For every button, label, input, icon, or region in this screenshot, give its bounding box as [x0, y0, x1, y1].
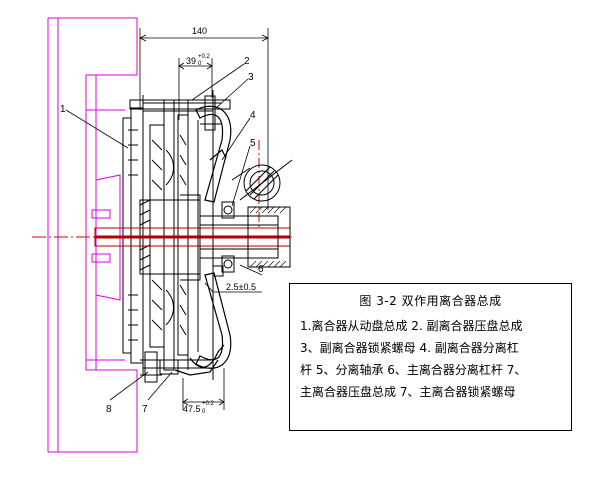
callout-3: 3: [248, 72, 254, 83]
centerline: [32, 140, 292, 238]
callout-4: 4: [250, 110, 256, 121]
callout-1: 1: [60, 104, 66, 115]
dim-top-offset: 39: [186, 56, 196, 66]
caption-line: 3、副离合器锁紧螺母 4. 副离合器分离杠: [300, 341, 519, 355]
dim-bottom-offset-tol-lower: 0: [202, 409, 206, 415]
callout-5: 5: [250, 138, 256, 149]
dim-top-offset-tol-upper: +0.2: [198, 54, 211, 60]
lock-nuts: [129, 95, 231, 383]
caption-line: 主离合器压盘总成 7、主离合器锁紧螺母: [300, 385, 516, 399]
dim-bottom-offset: 47.5: [183, 404, 201, 414]
dim-overall-width: 140: [192, 26, 207, 36]
release-bearings: [212, 201, 235, 277]
callout-8: 8: [106, 404, 112, 415]
input-shaft: [94, 206, 291, 268]
caption-body: 1.离合器从动盘总成 2. 副离合器压盘总成 3、副离合器锁紧螺母 4. 副离合…: [300, 315, 565, 403]
callout-7: 7: [142, 404, 148, 415]
callout-6: 6: [258, 264, 264, 275]
dimension-lines: [139, 28, 269, 410]
caption-line: 杆 5、分离轴承 6、主离合器分离杠杆 7、: [300, 363, 527, 377]
hatching: [249, 206, 287, 268]
release-levers: [174, 105, 232, 376]
housing-outline: [47, 17, 138, 453]
leader-lines: [65, 63, 263, 401]
dim-gap: 2.5±0.5: [226, 282, 256, 292]
dim-bottom-offset-tol-upper: +0.2: [202, 401, 215, 407]
figure-caption-box: 图 3-2 双作用离合器总成 1.离合器从动盘总成 2. 副离合器压盘总成 3、…: [289, 283, 572, 431]
dim-top-offset-tol-lower: 0: [198, 61, 202, 67]
callout-2: 2: [244, 56, 250, 67]
release-fork-section: [231, 159, 293, 202]
caption-title: 图 3-2 双作用离合器总成: [359, 294, 502, 308]
caption-line: 1.离合器从动盘总成 2. 副离合器压盘总成: [300, 319, 523, 333]
